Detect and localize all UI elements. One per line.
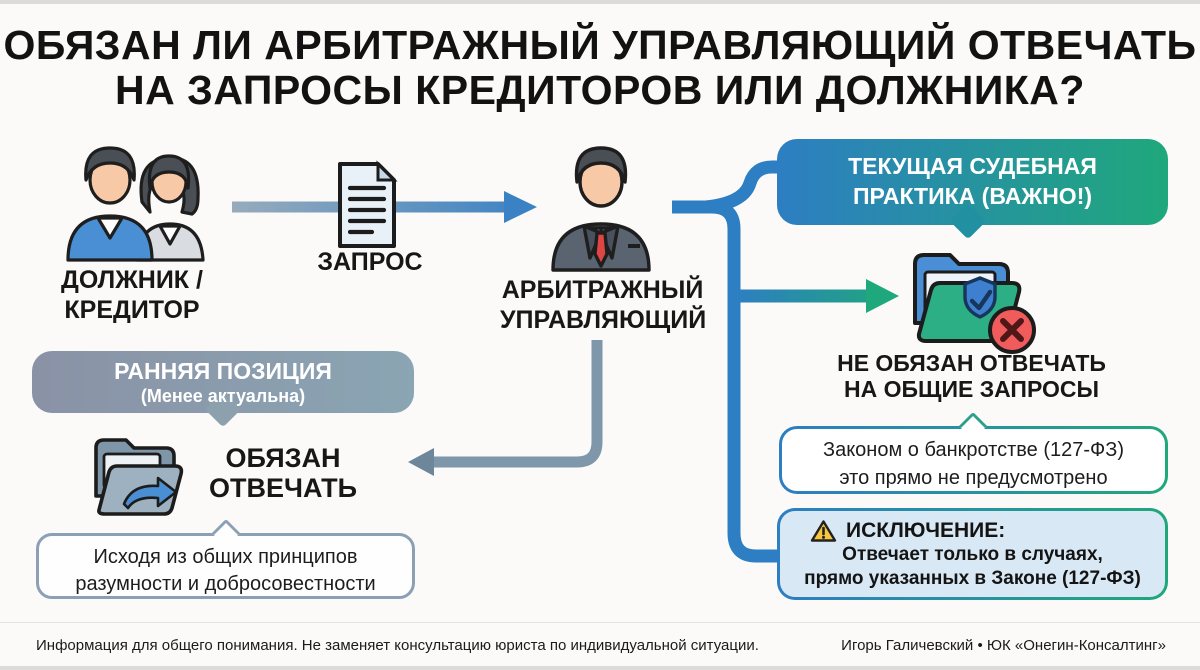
bottom-edge-strip <box>0 666 1200 670</box>
current-practice-line1: ТЕКУЩАЯ СУДЕБНАЯ <box>848 153 1097 179</box>
current-practice-line2: ПРАКТИКА (ВАЖНО!) <box>852 182 1093 209</box>
early-note-line1: Исходя из общих принципов <box>93 546 358 568</box>
line-branch-to-banner <box>705 160 780 214</box>
exception-line1: Отвечает только в случаях, <box>842 544 1103 565</box>
manager-label-line2: УПРАВЛЯЮЩИЙ <box>500 305 707 334</box>
footer-credit: Игорь Галичевский • ЮК «Онегин-Консалтин… <box>841 637 1166 654</box>
obliged-label: ОБЯЗАН ОТВЕЧАТЬ <box>203 443 363 503</box>
request-document-icon <box>338 160 398 248</box>
obliged-line1: ОБЯЗАН <box>225 443 341 473</box>
protected-folder-icon <box>913 253 1036 354</box>
early-note-line2: разумности и добросовестности <box>75 573 376 595</box>
law-note-line2: это прямо не предусмотрено <box>839 467 1108 489</box>
arrow-early-line <box>432 340 603 468</box>
page-title: ОБЯЗАН ЛИ АРБИТРАЖНЫЙ УПРАВЛЯЮЩИЙ ОТВЕЧА… <box>3 22 1197 68</box>
line-manager-to-exception <box>672 200 788 563</box>
current-practice-banner: ТЕКУЩАЯ СУДЕБНАЯ ПРАКТИКА (ВАЖНО!) <box>777 139 1168 240</box>
page-title-line2: НА ЗАПРОСЫ КРЕДИТОРОВ ИЛИ ДОЛЖНИКА? <box>115 67 1085 113</box>
debtor-creditor-label-line2: КРЕДИТОР <box>64 295 200 324</box>
arrow-folder-head <box>866 279 899 313</box>
arbitration-manager-label: АРБИТРАЖНЫЙ УПРАВЛЯЮЩИЙ <box>500 276 707 335</box>
early-position-banner: РАННЯЯ ПОЗИЦИЯ (Менее актуальна) <box>32 351 414 428</box>
early-position-line2: (Менее актуальна) <box>140 385 306 406</box>
request-label: ЗАПРОС <box>317 248 423 276</box>
law-note-line1: Законом о банкротстве (127-ФЗ) <box>823 439 1124 461</box>
law-note-box: Законом о банкротстве (127-ФЗ) это прямо… <box>779 411 1168 494</box>
exception-heading: ИСКЛЮЧЕНИЕ: <box>846 519 1006 542</box>
arrow-early-head <box>408 448 434 476</box>
top-edge-strip <box>0 0 1200 4</box>
exception-line2: прямо указанных в Законе (127-ФЗ) <box>804 567 1141 589</box>
reply-folder-icon <box>94 438 184 516</box>
not-obliged-line2: НА ОБЩИЕ ЗАПРОСЫ <box>843 376 1100 403</box>
footer-disclaimer: Информация для общего понимания. Не заме… <box>36 637 759 654</box>
early-note-box: Исходя из общих принципов разумности и д… <box>36 518 415 599</box>
obliged-line2: ОТВЕЧАТЬ <box>208 472 358 503</box>
exception-box: ИСКЛЮЧЕНИЕ: Отвечает только в случаях, п… <box>777 508 1168 600</box>
not-obliged-label: НЕ ОБЯЗАН ОТВЕЧАТЬ НА ОБЩИЕ ЗАПРОСЫ <box>773 350 1170 403</box>
early-position-line1: РАННЯЯ ПОЗИЦИЯ <box>114 358 332 384</box>
arrow-request-head <box>504 191 537 223</box>
debtor-creditor-icon <box>66 146 205 262</box>
arbitration-manager-icon <box>551 146 651 272</box>
manager-label-line1: АРБИТРАЖНЫЙ <box>501 276 704 304</box>
debtor-creditor-label: ДОЛЖНИК / КРЕДИТОР <box>22 266 242 325</box>
footer-divider <box>0 622 1200 623</box>
debtor-creditor-label-line1: ДОЛЖНИК / <box>61 266 203 294</box>
warning-icon <box>810 520 837 542</box>
not-obliged-line1: НЕ ОБЯЗАН ОТВЕЧАТЬ <box>837 350 1106 376</box>
